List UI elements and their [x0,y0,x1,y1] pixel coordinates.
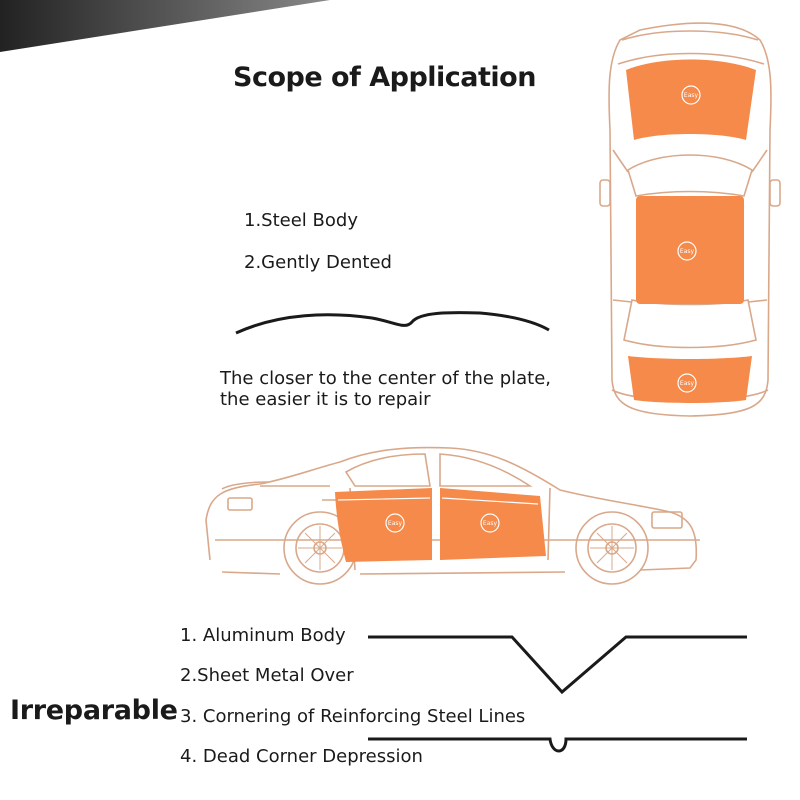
repair-note: The closer to the center of the plate, t… [220,368,551,410]
easy-badge-roof: Easy [677,241,697,261]
irreparable-item-sheet-metal: 2.Sheet Metal Over [180,665,354,686]
highlight-panels [626,59,756,403]
easy-badge-rear-door: Easy [480,513,500,533]
easy-badge-front-door: Easy [385,513,405,533]
easy-badge-trunk: Easy [677,373,697,393]
page-title: Scope of Application [233,62,536,93]
svg-text:Easy: Easy [388,520,403,527]
svg-text:Easy: Easy [483,520,498,527]
highlight-doors [335,488,546,562]
scope-item-gently-dented: 2.Gently Dented [244,252,392,273]
svg-text:Easy: Easy [680,380,695,387]
repair-note-line-2: the easier it is to repair [220,389,431,410]
easy-badge-hood: Easy [681,85,701,105]
irreparable-item-cornering: 3. Cornering of Reinforcing Steel Lines [180,706,526,727]
svg-text:Easy: Easy [684,92,699,99]
svg-text:Easy: Easy [680,248,695,255]
irreparable-label: Irreparable [10,695,178,726]
scope-item-steel-body: 1.Steel Body [244,210,358,231]
irreparable-item-dead-corner: 4. Dead Corner Depression [180,746,423,767]
repair-note-line-1: The closer to the center of the plate, [220,368,552,389]
corner-decoration [0,0,330,52]
irreparable-item-aluminum: 1. Aluminum Body [180,625,346,646]
